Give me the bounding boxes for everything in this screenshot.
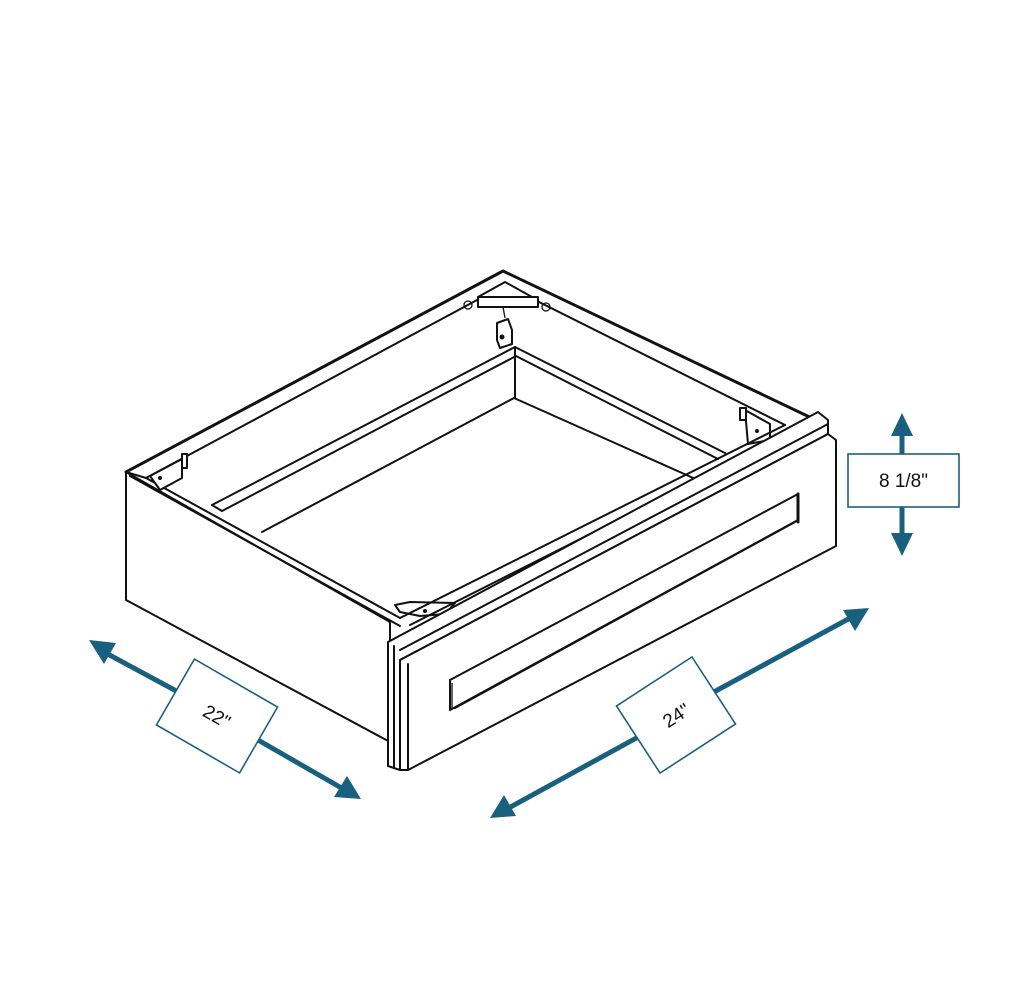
width-dimension: 24" — [490, 608, 869, 818]
arrow-up-icon — [891, 413, 913, 436]
depth-label-box — [155, 657, 279, 775]
height-dimension: 8 1/8" — [847, 413, 960, 556]
inner-back-wall-top — [211, 346, 726, 506]
left-rear-bracket — [149, 453, 188, 491]
arrow-up-right-icon — [843, 608, 869, 631]
right-rear-bracket — [739, 407, 771, 445]
back-corner-bracket — [463, 281, 551, 349]
drawer-front — [387, 411, 837, 771]
height-label-box — [847, 453, 960, 508]
depth-dimension: 22" — [89, 640, 361, 799]
arrow-down-right-icon — [334, 776, 361, 799]
inner-floor-edge — [261, 397, 701, 533]
arrow-down-icon — [891, 533, 913, 556]
arrow-up-left-icon — [89, 640, 116, 664]
height-label: 8 1/8" — [879, 471, 928, 492]
arrow-down-left-icon — [490, 795, 516, 818]
back-top-edge — [124, 269, 822, 474]
width-label-box — [615, 655, 737, 775]
